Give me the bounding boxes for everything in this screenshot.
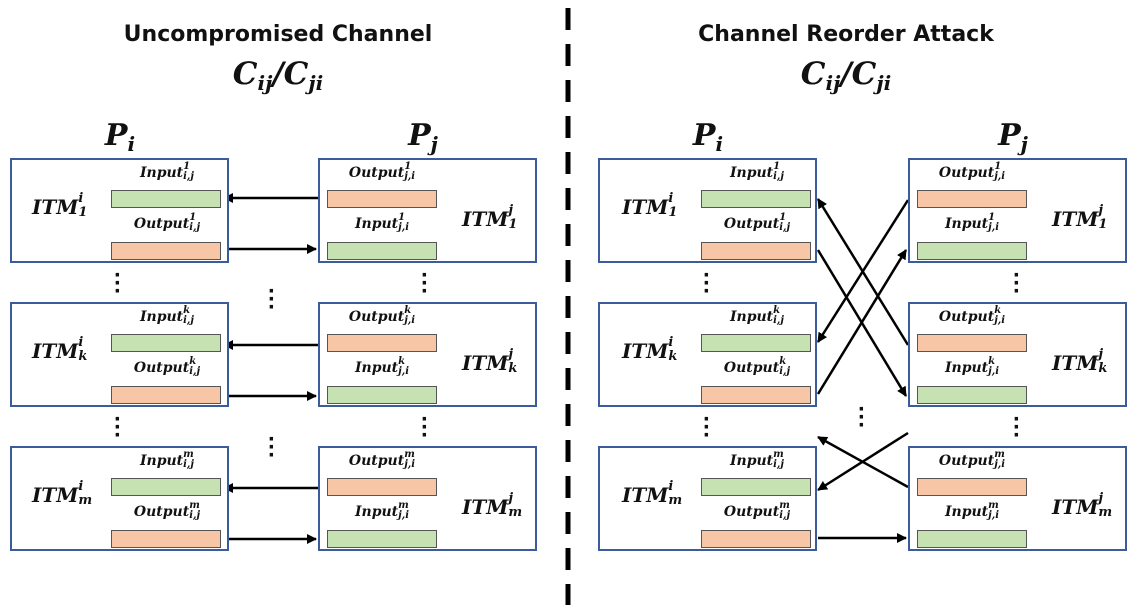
vertical-ellipsis: ···: [268, 426, 276, 469]
left-panel-title: Uncompromised Channel: [123, 22, 433, 47]
input-buffer: [917, 386, 1027, 404]
input-buffer: [327, 242, 437, 260]
left-party-i: Pi: [104, 118, 136, 156]
right-party-j: Pj: [998, 118, 1028, 156]
output-buffer: [111, 530, 221, 548]
vertical-ellipsis: ···: [268, 278, 276, 321]
output-buffer: [701, 530, 811, 548]
input-buffer: [327, 530, 437, 548]
arrow-right-ik-to-j1: [816, 249, 908, 395]
vertical-ellipsis: ···: [703, 262, 711, 305]
vertical-ellipsis: ···: [114, 406, 122, 449]
input-buffer: [111, 334, 221, 352]
arrow-right-jk-to-i1: [816, 198, 910, 346]
input-buffer: [917, 242, 1027, 260]
output-buffer: [111, 386, 221, 404]
right-party-i: Pi: [692, 118, 724, 156]
output-buffer: [327, 334, 437, 352]
vertical-ellipsis: ···: [421, 262, 429, 305]
output-buffer: [917, 478, 1027, 496]
output-buffer: [701, 386, 811, 404]
output-buffer: [327, 190, 437, 208]
arrow-right-jm-to-i-dots: [817, 435, 909, 489]
right-panel-title: Channel Reorder Attack: [698, 22, 994, 47]
left-channel-label: Cij/Cji: [232, 56, 324, 95]
output-buffer: [701, 242, 811, 260]
vertical-ellipsis: ···: [421, 406, 429, 449]
right-channel-label: Cij/Cji: [800, 56, 892, 95]
vertical-ellipsis: ···: [858, 396, 866, 439]
input-buffer: [917, 530, 1027, 548]
input-buffer: [701, 478, 811, 496]
input-buffer: [701, 334, 811, 352]
input-buffer: [701, 190, 811, 208]
output-buffer: [917, 190, 1027, 208]
vertical-ellipsis: ···: [703, 406, 711, 449]
output-buffer: [111, 242, 221, 260]
vertical-ellipsis: ···: [1013, 262, 1021, 305]
input-buffer: [327, 386, 437, 404]
input-buffer: [111, 190, 221, 208]
output-buffer: [327, 478, 437, 496]
vertical-ellipsis: ···: [114, 262, 122, 305]
input-buffer: [111, 478, 221, 496]
vertical-ellipsis: ···: [1013, 406, 1021, 449]
left-party-j: Pj: [408, 118, 438, 156]
output-buffer: [917, 334, 1027, 352]
